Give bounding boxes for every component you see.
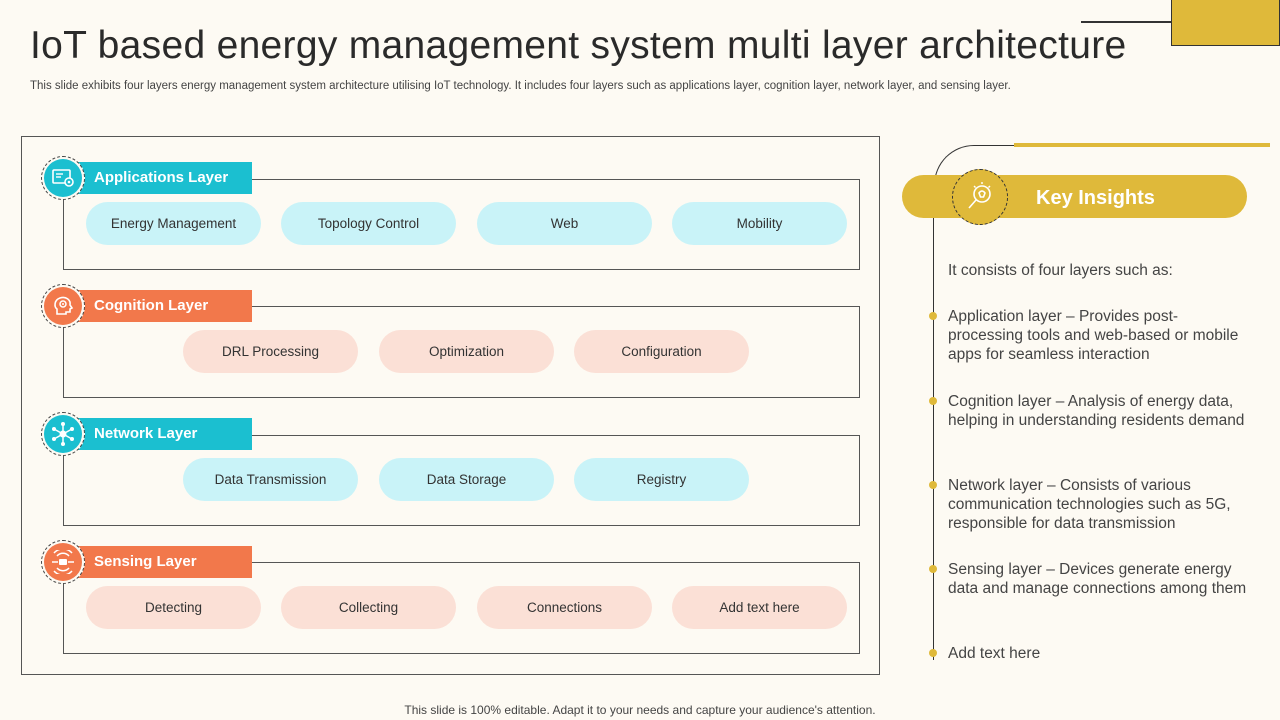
pill-drl-processing: DRL Processing	[183, 330, 358, 373]
sensor-icon	[41, 540, 85, 584]
pill-data-transmission: Data Transmission	[183, 458, 358, 501]
sensing-layer-box	[63, 562, 860, 654]
pill-detecting: Detecting	[86, 586, 261, 629]
insight-bullet	[929, 312, 937, 320]
brain-gear-icon	[41, 284, 85, 328]
applications-layer-box	[63, 179, 860, 270]
insight-sensing-layer: Sensing layer – Devices generate energy …	[948, 561, 1247, 597]
sensing-layer-label: Sensing Layer	[63, 546, 252, 578]
pill-add-text-here: Add text here	[672, 586, 847, 629]
insight-bullet	[929, 397, 937, 405]
pill-mobility: Mobility	[672, 202, 847, 245]
pill-topology-control: Topology Control	[281, 202, 456, 245]
network-layer-label: Network Layer	[63, 418, 252, 450]
page-title: IoT based energy management system multi…	[30, 24, 1127, 67]
insight-add-text: Add text here	[948, 645, 1041, 662]
applications-layer-label: Applications Layer	[63, 162, 252, 194]
pill-web: Web	[477, 202, 652, 245]
pill-optimization: Optimization	[379, 330, 554, 373]
insights-intro: It consists of four layers such as:	[948, 262, 1173, 279]
page-subtitle: This slide exhibits four layers energy m…	[30, 80, 1011, 92]
cognition-layer-box	[63, 306, 860, 398]
insight-bullet	[929, 565, 937, 573]
pill-connections: Connections	[477, 586, 652, 629]
pill-configuration: Configuration	[574, 330, 749, 373]
pill-energy-management: Energy Management	[86, 202, 261, 245]
insights-timeline	[933, 185, 934, 660]
insight-application-layer: Application layer – Provides post-proces…	[948, 308, 1239, 363]
pill-registry: Registry	[574, 458, 749, 501]
pill-collecting: Collecting	[281, 586, 456, 629]
network-layer-box	[63, 435, 860, 526]
footer-note: This slide is 100% editable. Adapt it to…	[404, 703, 876, 717]
network-icon	[41, 412, 85, 456]
insight-network-layer: Network layer – Consists of various comm…	[948, 477, 1231, 532]
pill-data-storage: Data Storage	[379, 458, 554, 501]
lightbulb-magnifier-icon	[952, 169, 1008, 225]
decorative-line	[1081, 21, 1202, 23]
cognition-layer-label: Cognition Layer	[63, 290, 252, 322]
insights-accent-bar	[1014, 143, 1270, 147]
app-settings-icon	[41, 156, 85, 200]
insight-bullet	[929, 481, 937, 489]
insight-cognition-layer: Cognition layer – Analysis of energy dat…	[948, 393, 1245, 429]
insights-title: Key Insights	[1036, 187, 1155, 209]
insight-bullet	[929, 649, 937, 657]
decorative-rectangle	[1171, 0, 1280, 46]
